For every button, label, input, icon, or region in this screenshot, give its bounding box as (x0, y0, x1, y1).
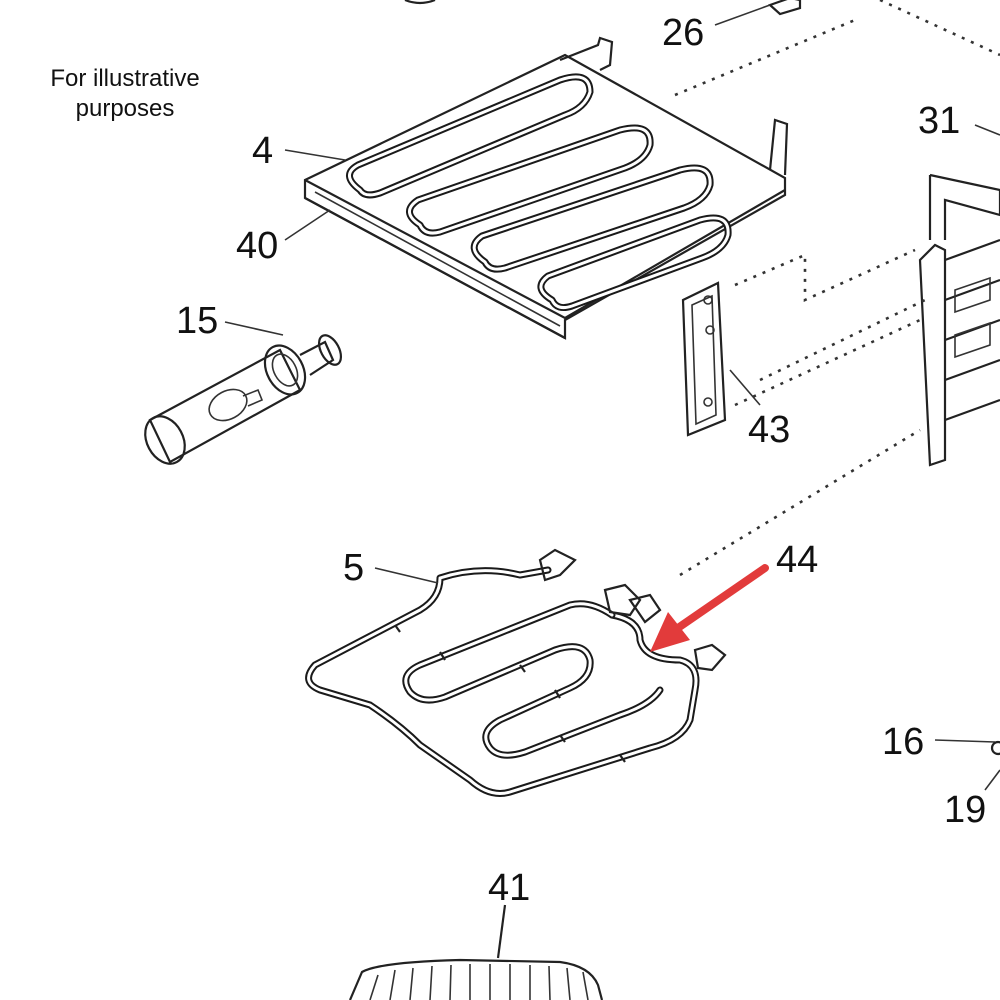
label-41: 41 (488, 867, 530, 909)
svg-text:26: 26 (662, 12, 704, 54)
svg-text:4: 4 (252, 130, 273, 172)
illustrative-caption: For illustrative purposes (50, 65, 200, 122)
label-15: 15 (176, 300, 284, 342)
svg-text:43: 43 (748, 409, 790, 451)
svg-text:44: 44 (776, 539, 818, 581)
svg-text:31: 31 (918, 100, 960, 142)
mounting-plate[interactable] (681, 281, 727, 437)
label-40: 40 (236, 209, 331, 267)
svg-text:19: 19 (944, 789, 986, 831)
bake-element[interactable] (305, 548, 727, 797)
svg-text:41: 41 (488, 867, 530, 909)
label-31: 31 (918, 100, 1000, 142)
side-frame-assembly[interactable] (918, 173, 1000, 467)
label-26: 26 (662, 12, 704, 54)
label-5: 5 (343, 547, 439, 589)
label-4: 4 (252, 130, 346, 172)
assembly-guide-lines (674, 0, 1000, 577)
label-19: 19 (944, 769, 1000, 831)
svg-text:15: 15 (176, 300, 218, 342)
top-coil (346, 73, 732, 311)
svg-text:16: 16 (882, 721, 924, 763)
label-43: 43 (729, 369, 790, 451)
svg-text:40: 40 (236, 225, 278, 267)
oven-lamp-assembly[interactable] (137, 332, 345, 471)
label-16: 16 (882, 721, 924, 763)
part-16-screw[interactable] (934, 739, 1000, 756)
fan-cover[interactable] (348, 904, 604, 1000)
part-26-bracket[interactable] (714, 0, 802, 26)
svg-text:5: 5 (343, 547, 364, 589)
top-heating-element-tray[interactable] (303, 36, 789, 340)
label-44: 44 (776, 539, 818, 581)
red-pointer-arrow-icon (650, 564, 769, 652)
part-top-edge-fragment (404, 0, 436, 5)
